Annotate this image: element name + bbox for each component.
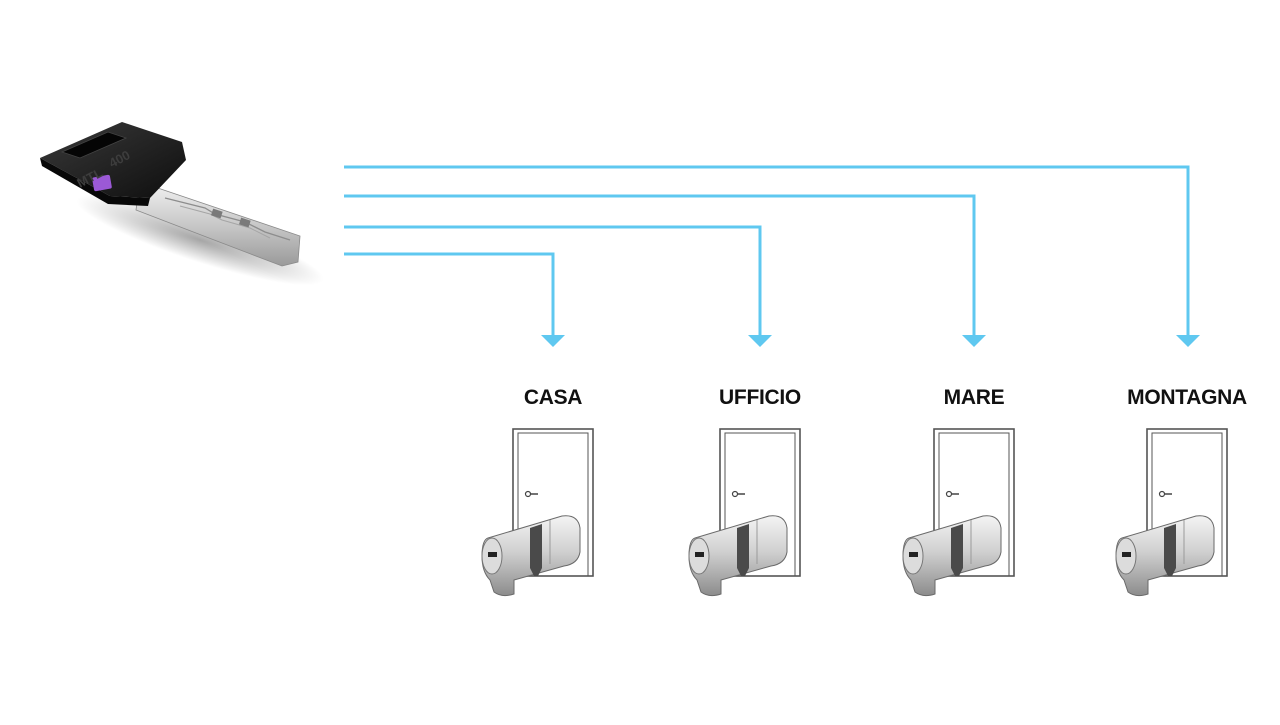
connector-lines [344, 165, 1200, 347]
connector-line-mare [344, 194, 976, 339]
arrow-head-mare [962, 335, 986, 347]
connector-line-casa [344, 252, 555, 339]
key-color-badge [92, 174, 112, 192]
connector-line-montagna [344, 165, 1190, 339]
key-blade [135, 181, 301, 267]
destination-label-mare: MARE [943, 386, 1005, 409]
cylinder-lock-ufficio [688, 515, 788, 597]
destination-label-montagna: MONTAGNA [1127, 386, 1247, 409]
cylinder-lock-montagna [1115, 515, 1215, 597]
cylinder-lock-mare [902, 515, 1002, 597]
destination-label-casa: CASA [523, 386, 583, 409]
key-image: MTL 400 [40, 122, 324, 286]
cylinder-lock-casa [481, 515, 581, 597]
doors [481, 428, 1228, 597]
connector-line-ufficio [344, 225, 762, 339]
arrow-head-ufficio [748, 335, 772, 347]
arrow-head-montagna [1176, 335, 1200, 347]
arrow-head-casa [541, 335, 565, 347]
key-head: MTL 400 [40, 122, 186, 206]
destination-label-ufficio: UFFICIO [719, 386, 801, 409]
